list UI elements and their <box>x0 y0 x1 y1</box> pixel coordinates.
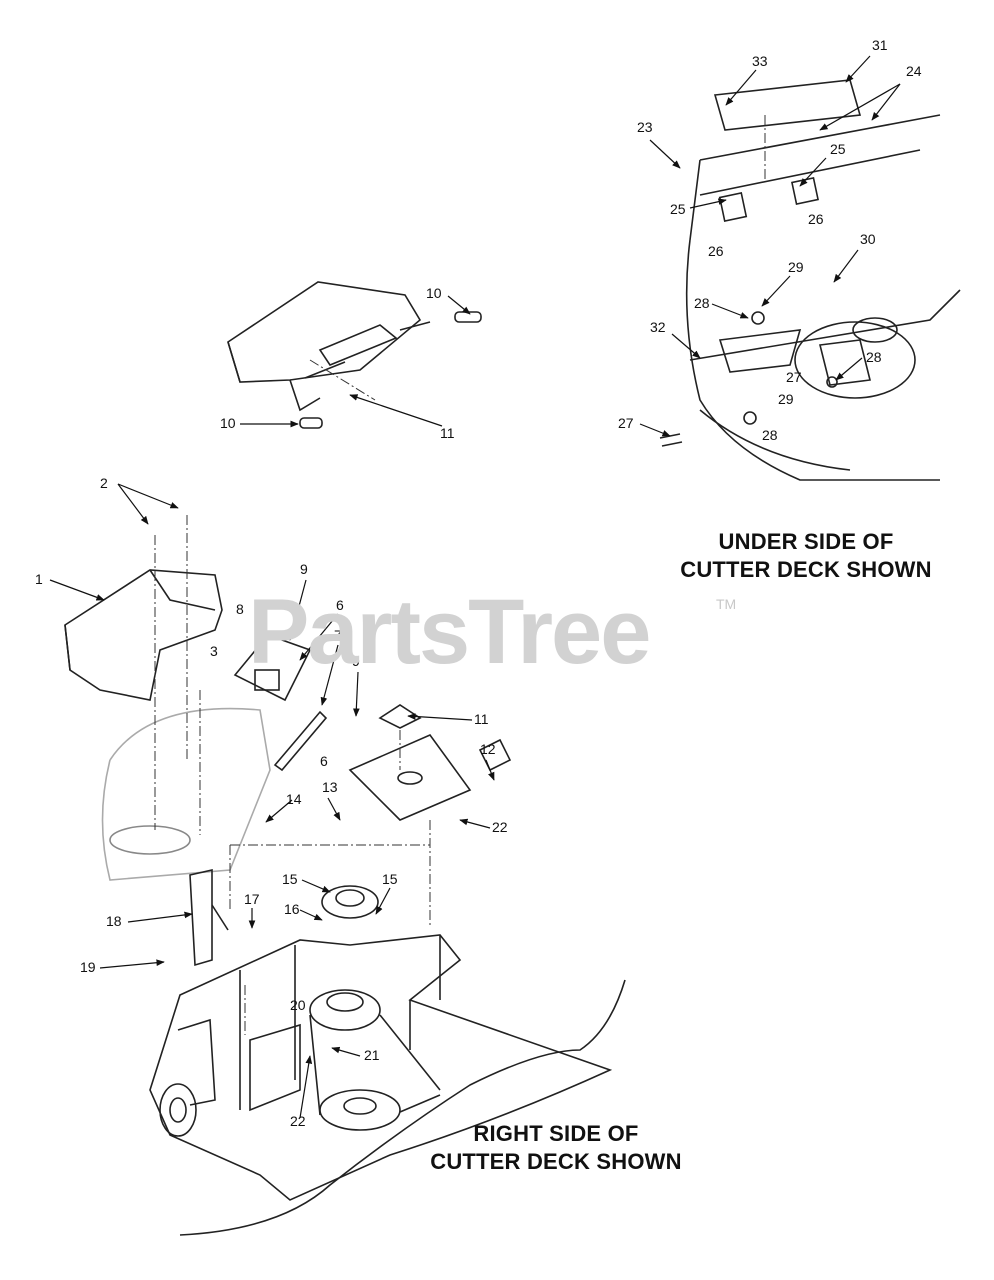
mounting-plate <box>348 734 472 821</box>
deck-inner-edge <box>689 289 961 361</box>
deck-lower-edge <box>699 409 851 471</box>
callout-29-b: 29 <box>778 391 794 407</box>
callout-27: 27 <box>786 369 802 385</box>
callout-11: 11 <box>440 425 455 441</box>
callout-3: 3 <box>210 643 218 659</box>
callout-28: 28 <box>694 295 710 311</box>
under-side-caption-line1: UNDER SIDE OF <box>718 529 894 554</box>
bracket-right <box>791 177 819 205</box>
callout-31: 31 <box>872 37 888 53</box>
callout-2: 2 <box>100 475 108 491</box>
callout-10: 10 <box>426 285 442 301</box>
right-side-caption-line1: RIGHT SIDE OF <box>473 1121 639 1146</box>
callout-18: 20 <box>290 997 306 1013</box>
callout-6-b: 6 <box>320 753 328 769</box>
callout-17: 22 <box>290 1113 306 1129</box>
leader-lines <box>49 55 901 1119</box>
caster-wheel <box>159 1083 197 1137</box>
callout-8: 9 <box>352 653 360 669</box>
callout-13: 13 <box>322 779 338 795</box>
callout-14: 15 <box>282 871 298 887</box>
callout-10-b: 10 <box>220 415 236 431</box>
idler-pulley <box>319 1089 401 1131</box>
parts-tree-watermark: PartsTree <box>248 581 651 683</box>
callout-19: 19 <box>80 959 96 975</box>
callout-9-b: 12 <box>480 741 496 757</box>
callout-24: 24 <box>906 63 922 79</box>
callout-29: 29 <box>788 259 804 275</box>
callout-27-b: 27 <box>618 415 634 431</box>
callout-15-b: 16 <box>284 901 300 917</box>
deflector-assembly <box>227 281 482 429</box>
spindle-hub <box>794 321 916 399</box>
deck-body <box>149 934 613 1201</box>
right-side-caption: RIGHT SIDE OF CUTTER DECK SHOWN <box>418 1120 694 1176</box>
callout-15: 15 <box>382 871 398 887</box>
callout-30: 30 <box>860 231 876 247</box>
callout-26: 26 <box>708 243 724 259</box>
callout-25: 25 <box>830 141 846 157</box>
callout-9: 11 <box>474 711 489 727</box>
callout-1: 1 <box>35 571 43 587</box>
callout-4: 8 <box>236 601 244 617</box>
callout-21: 22 <box>492 819 508 835</box>
callout-32: 32 <box>650 319 666 335</box>
callout-7: 7 <box>334 627 342 643</box>
callout-5: 9 <box>300 561 308 577</box>
alignment-lines <box>154 115 766 1035</box>
callout-28-b: 28 <box>866 349 882 365</box>
callout-20: 18 <box>106 913 122 929</box>
callout-25-b: 25 <box>670 201 686 217</box>
callout-26-b: 26 <box>808 211 824 227</box>
callouts: 33 31 24 23 25 25 26 26 30 29 28 32 28 2… <box>35 37 922 1129</box>
callout-28-c: 28 <box>762 427 778 443</box>
callout-6: 6 <box>336 597 344 613</box>
drive-pulley <box>309 989 381 1031</box>
deck-panel <box>713 79 862 131</box>
under-side-view <box>659 79 961 481</box>
trademark-mark: TM <box>716 596 737 612</box>
callout-33: 33 <box>752 53 768 69</box>
right-side-view <box>64 569 626 1236</box>
deck-rail <box>689 114 941 241</box>
right-side-caption-line2: CUTTER DECK SHOWN <box>430 1149 682 1174</box>
under-side-caption: UNDER SIDE OF CUTTER DECK SHOWN <box>668 528 944 584</box>
deck-outline <box>685 239 940 481</box>
bracket-left <box>718 192 748 222</box>
callout-22: 17 <box>244 891 260 907</box>
callout-23: 23 <box>637 119 653 135</box>
belt-cover <box>64 569 223 701</box>
break-line <box>179 979 626 1236</box>
callout-12: 14 <box>286 791 302 807</box>
callout-16: 21 <box>364 1047 380 1063</box>
under-side-caption-line2: CUTTER DECK SHOWN <box>680 557 932 582</box>
